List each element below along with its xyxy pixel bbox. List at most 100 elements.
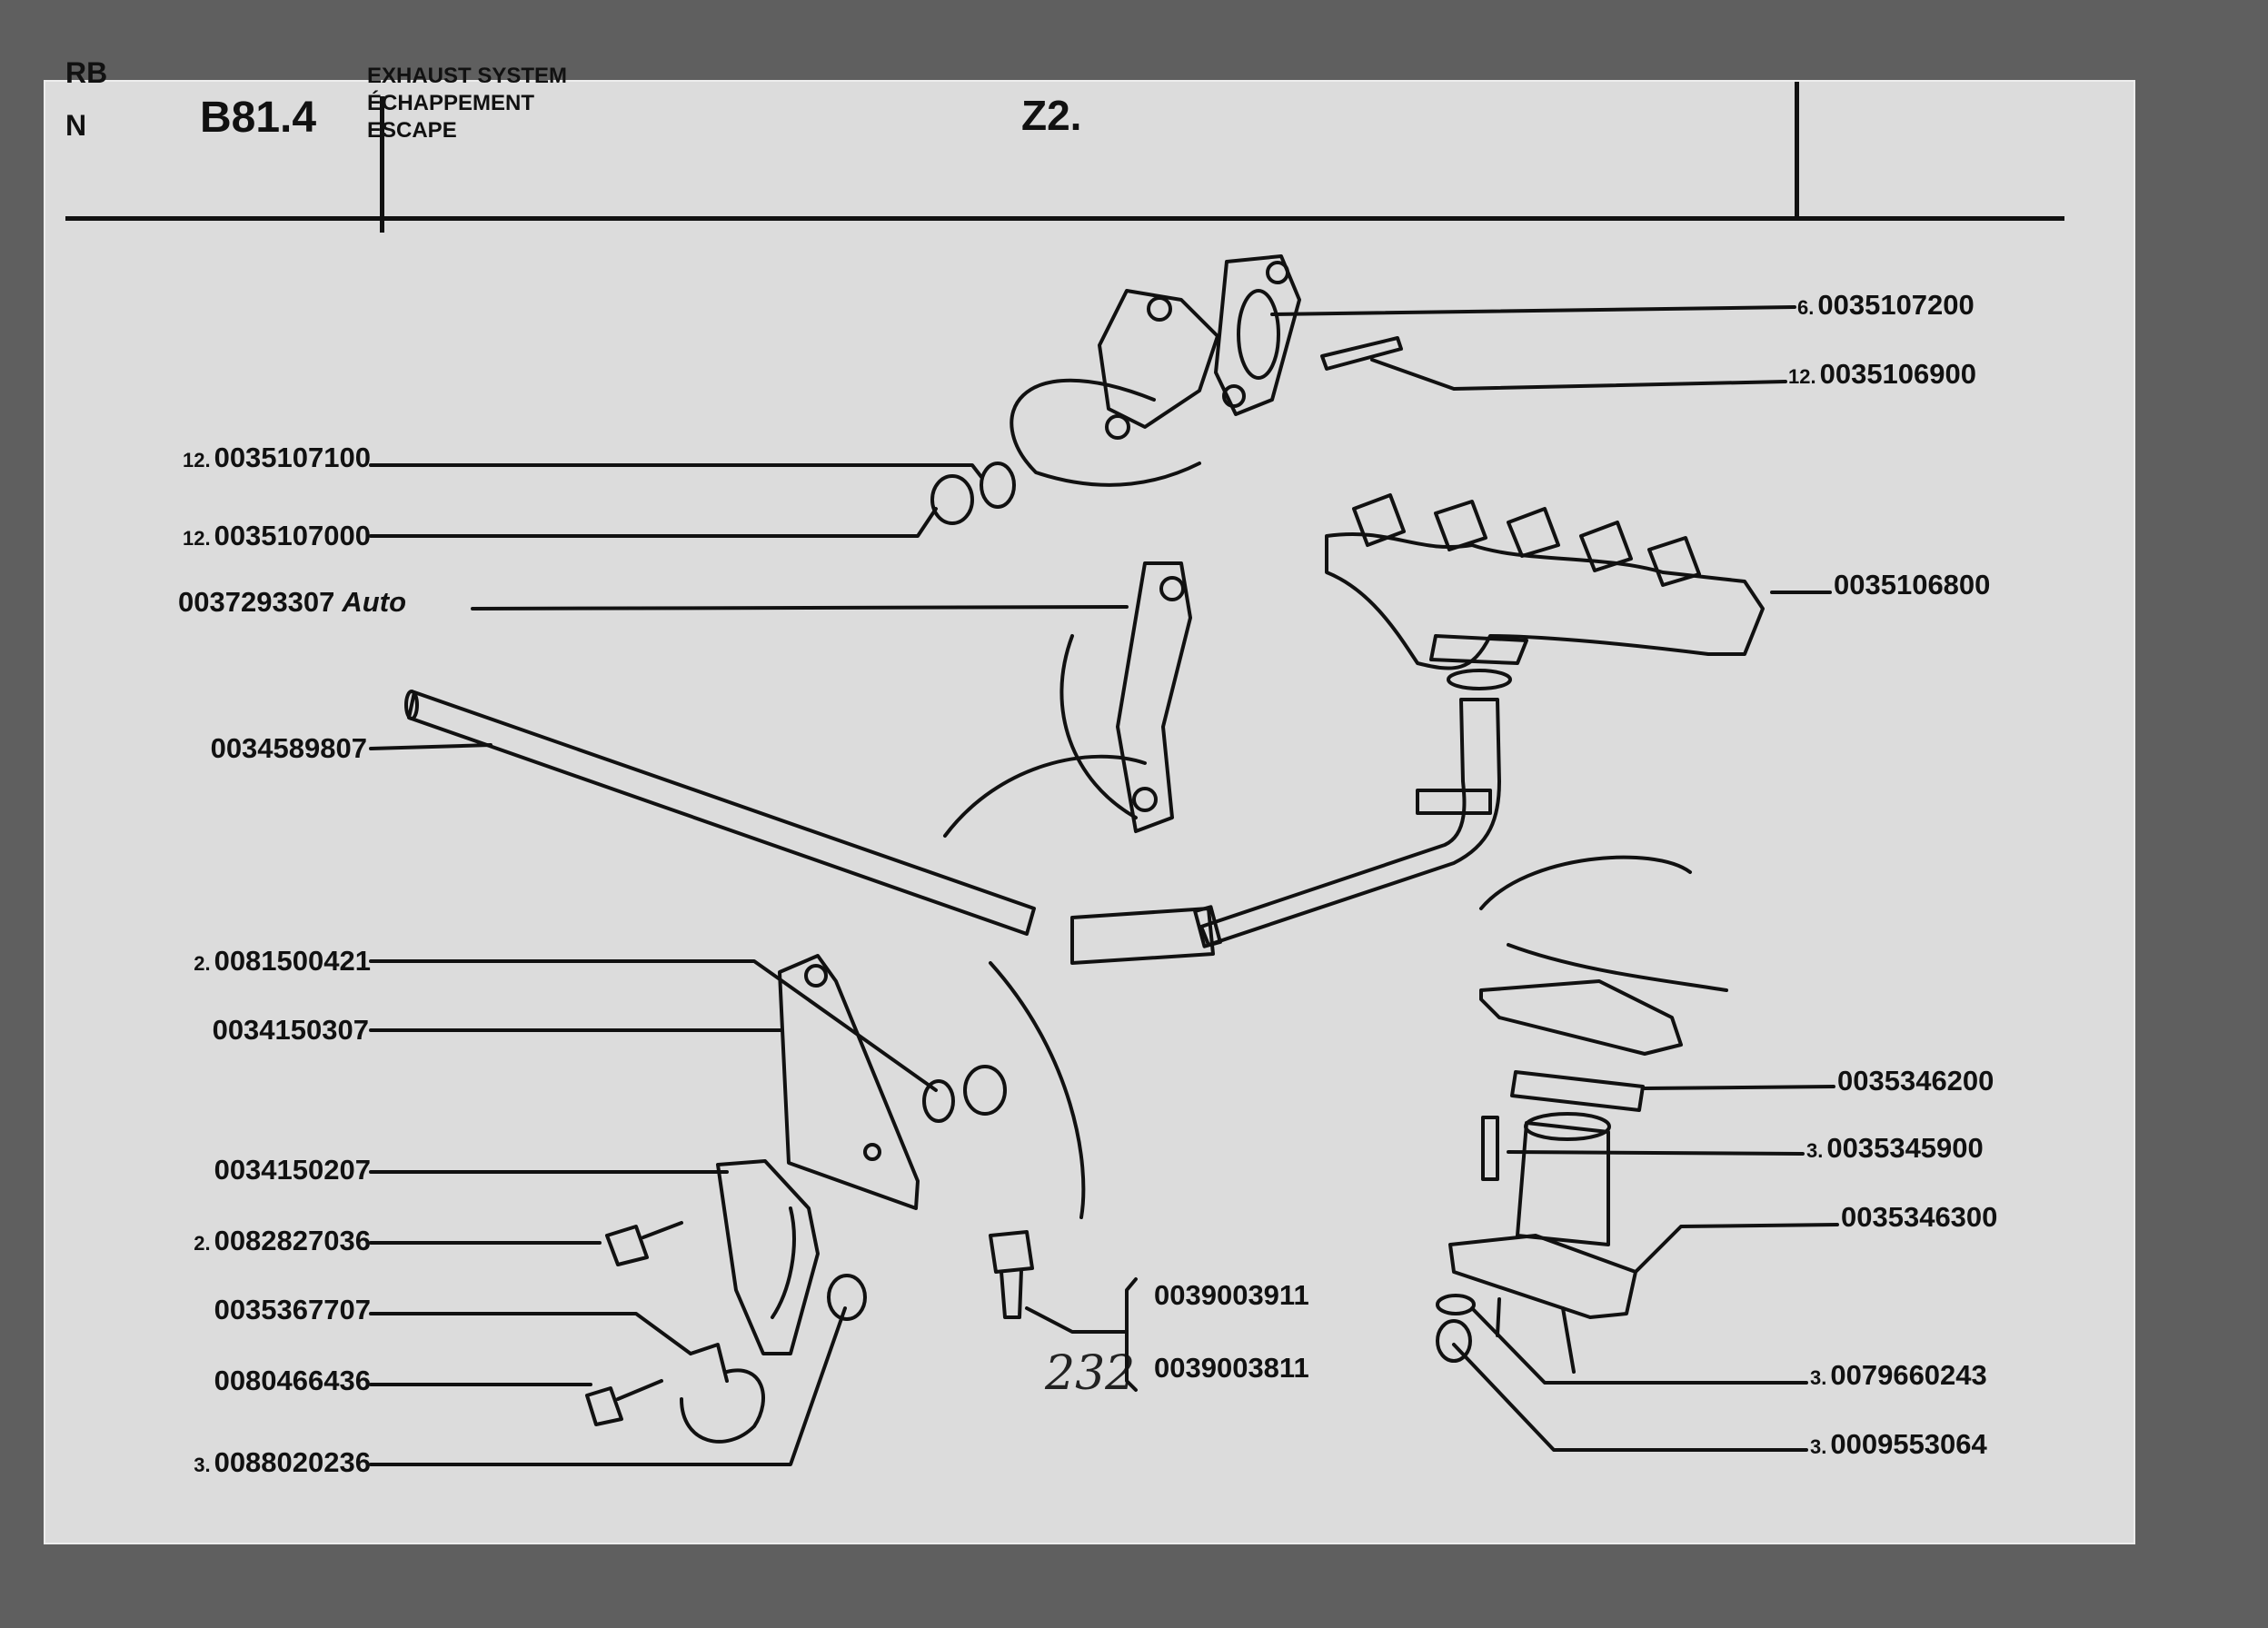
label-part-0009553064: 3.0009553064 (1810, 1428, 1987, 1460)
washer-mid (922, 1079, 955, 1123)
engine-outline-lower (989, 961, 1086, 1219)
triangle-bracket-hole2 (863, 1143, 881, 1161)
downpipe (1199, 698, 1501, 947)
lower-flange (1479, 979, 1683, 1056)
manifold-flange-a (1098, 289, 1219, 429)
leader-0009553064 (1452, 1343, 1808, 1452)
lower-stud (1481, 1116, 1499, 1181)
label-part-0035346300: 0035346300 (1841, 1201, 1998, 1233)
engine-outline-left (943, 754, 1147, 838)
engine-outline-right2 (1507, 943, 1728, 992)
lower-pipe-top (1524, 1112, 1611, 1141)
parts-sheet (44, 80, 2135, 1544)
handwritten-page-number: 232 (1045, 1346, 1136, 1401)
manifold-port3 (1507, 507, 1560, 558)
leader-0035346200 (1643, 1085, 1835, 1090)
leader-0035107000 (369, 507, 938, 538)
long-rod (407, 690, 1036, 936)
label-part-0034150207: 0034150207 (214, 1154, 371, 1186)
header-n: N (65, 109, 87, 142)
label-part-0035107100: 12.0035107100 (182, 442, 371, 473)
label-part-0088020236: 3.0088020236 (194, 1446, 371, 1478)
label-part-0039003911: 0039003911 (1154, 1279, 1309, 1311)
system-title-fr: ÉCHAPPEMENT (367, 91, 535, 115)
lower-pipe-tail (1496, 1297, 1576, 1374)
group-code: Z2. (1021, 92, 1082, 139)
nut-lower-right (1436, 1319, 1472, 1363)
washer-lower-right (1436, 1294, 1476, 1315)
label-part-0039003811: 0039003811 (1154, 1352, 1309, 1384)
leader-bolt (1025, 1306, 1129, 1334)
gasket-b (1214, 254, 1301, 416)
gasket-b-opening (1237, 289, 1280, 380)
leader-0035346300 (1634, 1223, 1839, 1274)
hex-bolt-shank (1000, 1268, 1023, 1319)
manifold-port4 (1579, 521, 1633, 572)
manifold-outlet-flange (1429, 634, 1528, 665)
lower-flange-bottom (1448, 1234, 1637, 1319)
nut-mid (963, 1065, 1007, 1116)
header-divider-right (1795, 82, 1799, 218)
front-pipe-end (1070, 907, 1215, 965)
lower-gasket-ring (1510, 1070, 1645, 1112)
lower-bracket (716, 1159, 820, 1355)
exhaust-manifold (1325, 531, 1765, 670)
flange-a-hole2 (1105, 414, 1130, 440)
leader-0035107200 (1270, 305, 1796, 316)
lower-pipe (1516, 1121, 1610, 1246)
system-title-en: EXHAUST SYSTEM (367, 64, 568, 88)
gasket-b-hole1 (1266, 261, 1289, 284)
leader-0088020236 (369, 1306, 847, 1466)
label-part-0079660243: 3.0079660243 (1810, 1359, 1987, 1391)
support-bracket-hole2 (1132, 787, 1158, 812)
label-part-0035345900: 3.0035345900 (1806, 1132, 1984, 1164)
label-part-0082827036: 2.0082827036 (194, 1225, 371, 1256)
nut-lower (827, 1274, 867, 1321)
leader-0081500421 (369, 959, 938, 1092)
support-bracket-upper (1116, 561, 1192, 833)
leader-0035367707 (369, 1312, 692, 1355)
bolt-left-upper (605, 1221, 683, 1266)
triangle-bracket-hole (804, 964, 828, 988)
page-code: B81.4 (200, 94, 317, 142)
outlet-gasket (1447, 669, 1512, 690)
leader-0035345900 (1507, 1150, 1805, 1156)
bracket-bolt-variants (1125, 1277, 1138, 1392)
support-bracket-hole1 (1159, 576, 1185, 601)
lower-bracket-slot (771, 1206, 796, 1319)
label-part-0035346200: 0035346200 (1837, 1065, 1994, 1097)
washer-upper (980, 462, 1016, 509)
leader-0035107100 (369, 463, 983, 479)
label-part-0035106900: 12.0035106900 (1788, 358, 1977, 390)
label-part-0080466436: 0080466436 (214, 1365, 371, 1396)
label-part-0035107200: 6.0035107200 (1797, 289, 1975, 321)
rod-end-left (404, 690, 419, 720)
gasket-b-hole2 (1222, 384, 1246, 408)
hex-bolt-center (989, 1230, 1034, 1274)
stud-top (1320, 336, 1403, 371)
engine-outline-upper (1010, 378, 1201, 487)
header-divider-left (380, 96, 384, 233)
label-part-0034589807: 0034589807 (210, 732, 367, 764)
manifold-port5 (1647, 536, 1701, 587)
pipe-clamp (680, 1343, 765, 1444)
engine-outline-curve (1059, 634, 1138, 819)
leader-0034589807 (369, 743, 492, 750)
leader-0037293307 (471, 605, 1129, 610)
manifold-port1 (1352, 493, 1406, 547)
label-part-0035367707: 0035367707 (214, 1294, 371, 1325)
header-rule (65, 216, 2064, 221)
label-part-0081500421: 2.0081500421 (194, 945, 371, 977)
bolt-left-lower (585, 1379, 663, 1426)
downpipe-flange (1416, 789, 1492, 815)
label-part-0035106800: 0035106800 (1834, 569, 1991, 601)
triangle-bracket (778, 954, 920, 1210)
engine-outline-right (1479, 855, 1692, 910)
manifold-port2 (1434, 500, 1487, 551)
label-part-0034150307: 0034150307 (212, 1014, 369, 1046)
nut-upper (930, 474, 974, 525)
leader-0035106900 (1370, 358, 1787, 391)
flange-a-hole1 (1147, 296, 1172, 322)
